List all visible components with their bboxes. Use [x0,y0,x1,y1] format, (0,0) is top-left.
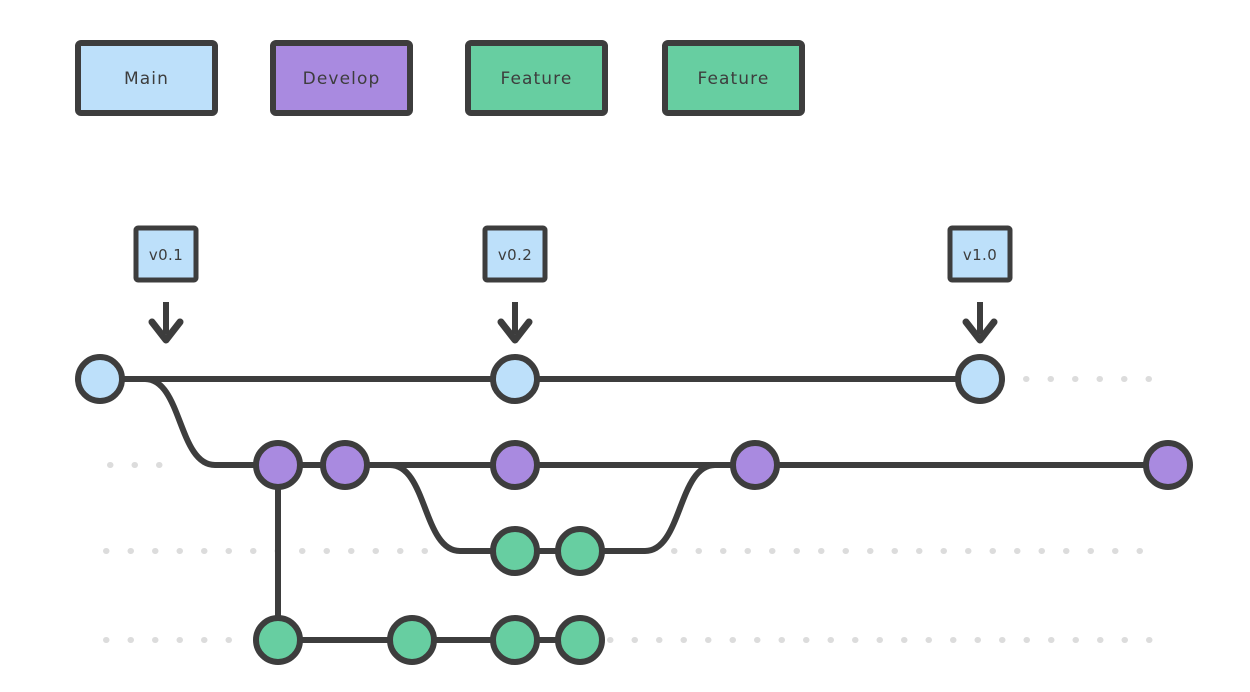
tag-label-v02: v0.2 [498,246,532,264]
tag-box-v02 [482,225,548,283]
tag-arrow-down-icon-v02 [497,302,533,344]
edge-branch-main-to-develop [122,376,278,468]
commit-node-feature2-1[interactable] [253,615,303,665]
legend-label-main: Main [124,69,169,89]
legend-swatch-feature-1 [465,40,608,116]
commit-node-develop-1[interactable] [253,440,303,490]
legend-swatch-main [75,40,218,116]
commit-node-develop-2[interactable] [320,440,370,490]
tag-label-v01: v0.1 [149,246,183,264]
commit-node-main-v01[interactable] [75,354,125,404]
legend-item-feature-2[interactable]: Feature [662,40,805,116]
tag-box-v01 [133,225,199,283]
tag-arrow-down-icon-v10 [962,302,998,344]
version-tags: v0.1 v0.2 v1.0 [133,225,1013,344]
legend-label-develop: Develop [303,69,381,89]
version-tag-v01[interactable]: v0.1 [133,225,199,344]
legend: Main Develop Feature Feature [75,40,805,116]
commit-node-main-v10[interactable] [955,354,1005,404]
branch-edges [100,376,1168,643]
tag-box-v10 [947,225,1013,283]
legend-label-feature-1: Feature [501,69,573,89]
commit-node-feature2-3[interactable] [490,615,540,665]
commit-node-feature2-2[interactable] [387,615,437,665]
commit-node-main-v02[interactable] [490,354,540,404]
legend-item-develop[interactable]: Develop [270,40,413,116]
tag-arrow-down-icon-v01 [148,302,184,344]
commit-node-develop-4[interactable] [730,440,780,490]
commit-node-develop-5[interactable] [1143,440,1193,490]
legend-swatch-develop [270,40,413,116]
edge-branch-develop-to-feature1 [367,462,515,554]
version-tag-v02[interactable]: v0.2 [482,225,548,344]
legend-item-feature-1[interactable]: Feature [465,40,608,116]
commit-node-feature2-4[interactable] [555,615,605,665]
legend-swatch-feature-2 [662,40,805,116]
dotted-lane-lines [103,376,1157,643]
version-tag-v10[interactable]: v1.0 [947,225,1013,344]
edge-merge-feature1-to-develop [580,462,755,554]
commit-node-feature1-1[interactable] [490,526,540,576]
legend-label-feature-2: Feature [698,69,770,89]
legend-item-main[interactable]: Main [75,40,218,116]
commit-node-develop-3[interactable] [490,440,540,490]
commit-node-feature1-2[interactable] [555,526,605,576]
commit-nodes [75,354,1193,665]
tag-label-v10: v1.0 [963,246,997,264]
